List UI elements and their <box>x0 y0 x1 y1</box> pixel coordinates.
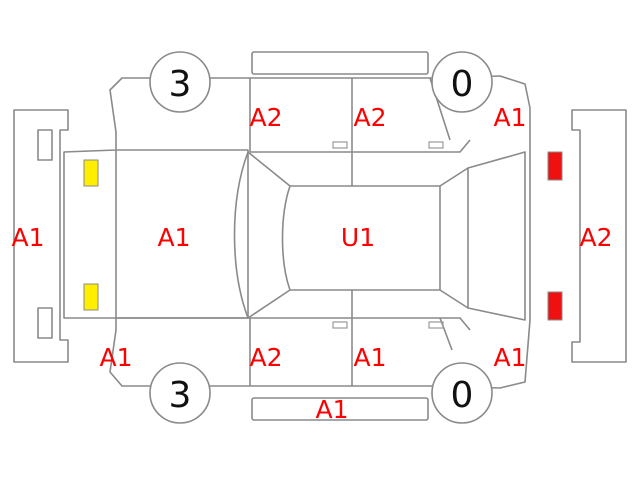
wheel-front-left: 3 <box>149 51 211 113</box>
top-rear-handle <box>428 141 444 149</box>
wheel-front-right: 3 <box>149 362 211 424</box>
code-top-front-door: A2 <box>249 103 282 132</box>
front-bumper <box>13 109 69 363</box>
code-top-rear-fender: A1 <box>493 103 526 132</box>
code-bottom-sill: A1 <box>315 395 348 424</box>
code-hood: A1 <box>157 223 190 252</box>
front-bumper-slot-bottom <box>37 307 53 339</box>
rear-lamp-top <box>547 151 563 181</box>
wheel-front-right-value: 3 <box>169 375 192 416</box>
rear-lamp-bottom <box>547 291 563 321</box>
front-lamp-bottom <box>83 283 99 311</box>
wheel-rear-right-value: 0 <box>451 375 474 416</box>
top-roof-rail <box>251 51 429 75</box>
wheel-rear-right: 0 <box>431 362 493 424</box>
code-top-rear-door: A2 <box>353 103 386 132</box>
code-bottom-rear-fender: A1 <box>493 343 526 372</box>
rear-bumper <box>571 109 627 363</box>
car-body-top-view <box>63 75 531 389</box>
top-front-handle <box>332 141 348 149</box>
code-bottom-front-door: A2 <box>249 343 282 372</box>
front-lamp-top <box>83 159 99 187</box>
bottom-rear-handle <box>428 321 444 329</box>
code-rear-bumper: A2 <box>579 223 612 252</box>
wheel-rear-left-value: 0 <box>451 64 474 105</box>
wheel-front-left-value: 3 <box>169 64 192 105</box>
wheel-rear-left: 0 <box>431 51 493 113</box>
code-roof: U1 <box>341 223 375 252</box>
bottom-sill-bar <box>251 397 429 421</box>
code-front-bumper: A1 <box>11 223 44 252</box>
bottom-front-handle <box>332 321 348 329</box>
code-bottom-front-fender: A1 <box>99 343 132 372</box>
front-bumper-slot-top <box>37 129 53 161</box>
code-bottom-rear-door: A1 <box>353 343 386 372</box>
